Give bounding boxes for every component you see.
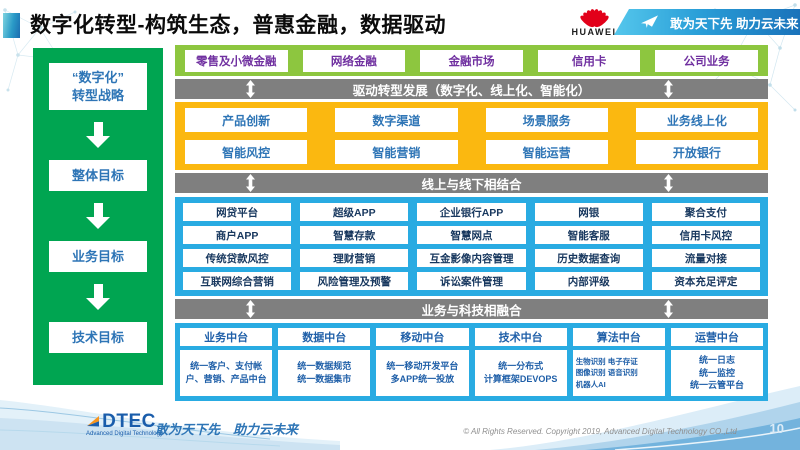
application-box: 超级APP: [300, 203, 409, 221]
footer-slogan: 敢为天下先 助力云未来: [155, 422, 299, 437]
page-number: 10: [769, 421, 784, 436]
page-title: 数字化转型-构筑生态，普惠金融，数据驱动: [30, 14, 446, 37]
down-arrow-icon: [86, 203, 110, 229]
copyright-text: © All Rights Reserved. Copyright 2019, A…: [463, 427, 737, 436]
updown-arrow-icon: [246, 300, 256, 323]
connector-bar-drive-transformation: 驱动转型发展（数字化、线上化、智能化）: [175, 79, 768, 99]
capability-box: 数字渠道: [335, 108, 458, 132]
platform-description: 统一分布式 计算框架DEVOPS: [474, 350, 567, 396]
huawei-wordmark: HUAWEI: [571, 27, 617, 37]
capability-box: 智能营销: [335, 140, 458, 164]
platform-title: 技术中台: [474, 328, 567, 346]
capability-box: 开放银行: [635, 140, 758, 164]
application-box: 信用卡风控: [651, 226, 761, 244]
huawei-logo: HUAWEI: [571, 3, 617, 37]
application-box: 内部评级: [534, 272, 643, 290]
adtec-logo: DTEC Advanced Digital Technology: [86, 411, 163, 437]
ribbon-slogan-text: 敢为天下先 助力云未来: [670, 16, 799, 31]
application-box: 互联网综合营销: [183, 272, 292, 290]
application-box: 互金影像内容管理: [417, 249, 526, 267]
application-box: 商户APP: [183, 226, 292, 244]
sidebar-box-business-goal: 业务目标: [49, 241, 147, 272]
platform-description: 生物识别 电子存证 图像识别 语音识别 机器人AI: [572, 350, 665, 396]
application-box: 风险管理及预警: [300, 272, 409, 290]
application-box: 传统贷款风控: [183, 249, 292, 267]
platform-column: 业务中台 统一客户、支付帐户、营销、产品中台: [180, 328, 273, 396]
platform-column: 数据中台 统一数据规范 统一数据集市: [278, 328, 371, 396]
application-box: 理财营销: [300, 249, 409, 267]
strategy-sidebar: “数字化” 转型战略 整体目标 业务目标 技术目标: [33, 48, 163, 385]
application-box: 智慧网点: [417, 226, 526, 244]
platform-title: 移动中台: [376, 328, 469, 346]
bar-label: 线上与线下相结合: [421, 177, 522, 192]
sidebar-box-tech-goal: 技术目标: [49, 322, 147, 353]
platform-title: 数据中台: [278, 328, 371, 346]
application-section: 网贷平台 超级APP 企业银行APP 网银 聚合支付 商户APP 智慧存款 智慧…: [175, 197, 768, 296]
business-line-box: 网络金融: [302, 49, 406, 72]
capability-box: 业务线上化: [635, 108, 758, 132]
middle-platform-section: 业务中台 统一客户、支付帐户、营销、产品中台 数据中台 统一数据规范 统一数据集…: [175, 323, 768, 401]
platform-description: 统一移动开发平台 多APP统一投放: [376, 350, 469, 396]
application-box: 网贷平台: [183, 203, 292, 221]
application-box: 诉讼案件管理: [417, 272, 526, 290]
updown-arrow-icon: [246, 174, 256, 197]
platform-column: 技术中台 统一分布式 计算框架DEVOPS: [474, 328, 567, 396]
updown-arrow-icon: [246, 80, 256, 103]
updown-arrow-icon: [664, 80, 674, 103]
application-row: 互联网综合营销 风险管理及预警 诉讼案件管理 内部评级 资本充足评定: [183, 272, 761, 290]
business-line-box: 金融市场: [420, 49, 523, 72]
business-line-box: 公司业务: [655, 49, 758, 72]
application-box: 资本充足评定: [651, 272, 761, 290]
updown-arrow-icon: [664, 300, 674, 323]
bar-label: 驱动转型发展（数字化、线上化、智能化）: [352, 83, 591, 98]
adtec-subtitle: Advanced Digital Technology: [86, 431, 163, 437]
business-lines-row: 零售及小微金融 网络金融 金融市场 信用卡 公司业务: [175, 45, 768, 76]
connector-bar-online-offline: 线上与线下相结合: [175, 173, 768, 193]
capability-section: 产品创新 数字渠道 场景服务 业务线上化 智能风控 智能营销 智能运营 开放银行: [175, 102, 768, 170]
application-box: 聚合支付: [651, 203, 761, 221]
platform-title: 算法中台: [572, 328, 665, 346]
application-box: 企业银行APP: [417, 203, 526, 221]
capability-row: 产品创新 数字渠道 场景服务 业务线上化: [185, 108, 758, 132]
application-row: 传统贷款风控 理财营销 互金影像内容管理 历史数据查询 流量对接: [183, 249, 761, 267]
application-row: 商户APP 智慧存款 智慧网点 智能客服 信用卡风控: [183, 226, 761, 244]
huawei-flower-icon: [571, 3, 617, 29]
platform-description: 统一日志 统一监控 统一云管平台: [670, 350, 764, 396]
adtec-arrow-icon: [87, 416, 100, 427]
platform-column: 运营中台 统一日志 统一监控 统一云管平台: [670, 328, 764, 396]
platform-title: 运营中台: [670, 328, 764, 346]
sidebar-box-digital-strategy: “数字化” 转型战略: [49, 63, 147, 110]
business-line-box: 信用卡: [537, 49, 641, 72]
connector-bar-business-tech: 业务与科技相融合: [175, 299, 768, 319]
updown-arrow-icon: [664, 174, 674, 197]
capability-row: 智能风控 智能营销 智能运营 开放银行: [185, 140, 758, 164]
business-line-box: 零售及小微金融: [185, 49, 288, 72]
platform-column: 算法中台 生物识别 电子存证 图像识别 语音识别 机器人AI: [572, 328, 665, 396]
sidebar-box-overall-goal: 整体目标: [49, 160, 147, 191]
application-box: 历史数据查询: [534, 249, 643, 267]
down-arrow-icon: [86, 284, 110, 310]
architecture-diagram: 零售及小微金融 网络金融 金融市场 信用卡 公司业务 驱动转型发展（数字化、线上…: [175, 45, 768, 401]
platform-title: 业务中台: [180, 328, 273, 346]
slogan-ribbon: 敢为天下先 助力云未来: [614, 9, 800, 35]
application-box: 网银: [534, 203, 643, 221]
capability-box: 智能运营: [485, 140, 608, 164]
application-box: 流量对接: [651, 249, 761, 267]
adtec-wordmark: DTEC: [102, 411, 156, 432]
platform-description: 统一客户、支付帐户、营销、产品中台: [180, 350, 273, 396]
application-box: 智能客服: [534, 226, 643, 244]
platform-column: 移动中台 统一移动开发平台 多APP统一投放: [376, 328, 469, 396]
platform-description: 统一数据规范 统一数据集市: [278, 350, 371, 396]
paper-plane-icon: [641, 14, 658, 28]
capability-box: 场景服务: [485, 108, 608, 132]
title-accent-tab: [3, 13, 20, 38]
capability-box: 智能风控: [185, 140, 308, 164]
capability-box: 产品创新: [185, 108, 308, 132]
down-arrow-icon: [86, 122, 110, 148]
application-box: 智慧存款: [300, 226, 409, 244]
bar-label: 业务与科技相融合: [421, 303, 522, 318]
application-row: 网贷平台 超级APP 企业银行APP 网银 聚合支付: [183, 203, 761, 221]
